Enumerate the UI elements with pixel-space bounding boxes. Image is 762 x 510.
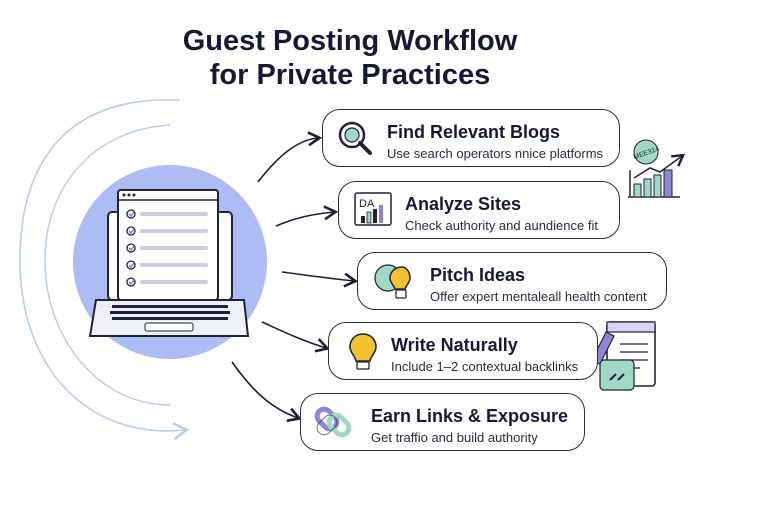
da-badge: DA [359, 198, 375, 210]
step-desc: Use search operators nnice platforms [387, 146, 604, 161]
laptop-icon [88, 189, 250, 337]
link-icon [314, 406, 352, 438]
middle-ring [44, 124, 171, 406]
step-card-write-naturally: Write Naturally Include 1–2 contextual b… [328, 322, 598, 380]
step-card-analyze-sites: DA Analyze Sites Check authority and aun… [338, 181, 620, 239]
arrow-2 [275, 205, 339, 227]
step-desc: Check authority and aundience fit [405, 218, 598, 233]
title-line-2: for Private Practices [209, 59, 491, 91]
page-title: Guest Posting Workflow for Private Pract… [120, 24, 580, 92]
da-chart-icon: DA [354, 192, 392, 226]
step-title: Earn Links & Exposure [371, 406, 569, 426]
step-title: Write Naturally [391, 335, 518, 355]
step-title: Analyze Sites [405, 194, 522, 214]
outer-ring [19, 99, 189, 441]
step-desc: Get traffio and build authority [371, 430, 538, 445]
step-desc: Offer expert mentaleall health content [430, 289, 647, 304]
title-line-1: Guest Posting Workflow [182, 25, 518, 57]
document-pencil-icon [591, 321, 656, 391]
step-card-find-blogs: Find Relevant Blogs Use search operators… [322, 109, 620, 167]
step-card-earn-links: Earn Links & Exposure Get traffio and bu… [300, 393, 585, 451]
step-desc: Include 1–2 contextual backlinks [391, 359, 579, 374]
arrow-3 [281, 271, 359, 288]
lightbulb-icon [374, 264, 411, 299]
step-title: Find Relevant Blogs [387, 122, 561, 142]
arrow-1 [257, 131, 323, 183]
step-title: Pitch Ideas [430, 265, 526, 285]
step-card-pitch-ideas: Pitch Ideas Offer expert mentaleall heal… [357, 252, 667, 310]
arrow-5 [231, 361, 302, 423]
arrow-4 [261, 321, 330, 353]
growth-chart-icon: MEE314 [628, 139, 686, 198]
lightbulb-icon [349, 333, 377, 370]
magnifier-icon [338, 121, 372, 155]
